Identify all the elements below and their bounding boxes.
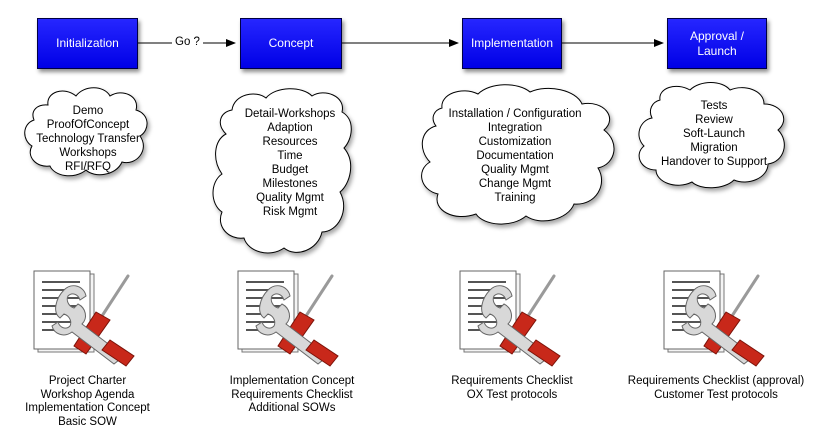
cloud-item: Risk Mgmt — [262, 206, 318, 218]
deliverable-item: Implementation Concept — [25, 402, 150, 414]
cloud-item: Migration — [690, 142, 738, 154]
deliverable-item: OX Test protocols — [466, 388, 558, 401]
cloud-item: Integration — [487, 122, 543, 134]
phase-approval-launch[interactable]: Approval / Launch — [667, 18, 767, 69]
cloud-item: Quality Mgmt — [256, 192, 324, 204]
deliverable-item: Additional SOWs — [248, 402, 336, 414]
transition-label: Go ? — [172, 36, 203, 48]
cloud-item: Detail-Workshops — [244, 108, 336, 120]
cloud-item: Workshops — [59, 147, 117, 159]
cloud-item: Budget — [271, 164, 309, 176]
cloud-item: Customization — [478, 136, 552, 148]
document-tools-icon — [663, 270, 765, 367]
cloud-item: Tests — [700, 100, 728, 112]
phase-initialization[interactable]: Initialization — [37, 18, 138, 69]
deliverable-item: Implementation Concept — [229, 375, 355, 387]
phase-concept[interactable]: Concept — [240, 18, 342, 69]
cloud-item: Adaption — [267, 122, 313, 134]
deliverable-item: Requirements Checklist (approval) — [627, 375, 805, 387]
cloud-item: Documentation — [476, 150, 554, 162]
deliverable-item: Workshop Agenda — [40, 388, 135, 401]
cloud-initialization-text: Demo ProofOfConcept Technology Transfer … — [28, 104, 148, 174]
deliverable-item: Basic SOW — [58, 415, 117, 428]
deliverable-item: Customer Test protocols — [654, 388, 778, 401]
deliverables-implementation: Requirements Checklist OX Test protocols — [432, 375, 592, 402]
cloud-approval — [638, 82, 785, 189]
cloud-item: Time — [277, 150, 303, 162]
cloud-item: Installation / Configuration — [448, 108, 582, 120]
phase-label: Initialization — [56, 36, 119, 50]
deliverable-item: Requirements Checklist — [231, 388, 353, 401]
cloud-item: Review — [695, 114, 733, 126]
cloud-item: Training — [494, 192, 536, 204]
document-tools-icon — [33, 270, 135, 367]
phase-implementation[interactable]: Implementation — [462, 18, 562, 69]
phase-label: Implementation — [470, 36, 554, 50]
deliverable-item: Project Charter — [48, 375, 127, 387]
cloud-concept-text: Detail-Workshops Adaption Resources Time… — [220, 106, 360, 220]
phase-label-line1: Approval / — [689, 28, 745, 43]
cloud-item: Technology Transfer — [36, 133, 140, 145]
deliverables-approval: Requirements Checklist (approval) Custom… — [616, 375, 816, 402]
cloud-item: RFI/RFQ — [65, 161, 111, 173]
cloud-item: Soft-Launch — [682, 128, 745, 140]
document-tools-icon — [237, 270, 339, 367]
deliverables-initialization: Project Charter Workshop Agenda Implemen… — [10, 375, 165, 429]
cloud-item: Change Mgmt — [478, 178, 552, 190]
cloud-item: Resources — [262, 136, 318, 148]
cloud-item: ProofOfConcept — [46, 119, 130, 131]
cloud-approval-text: Tests Review Soft-Launch Migration Hando… — [644, 98, 784, 170]
cloud-item: Milestones — [262, 178, 318, 190]
cloud-item: Handover to Support — [660, 156, 768, 168]
phase-label-line2: Launch — [697, 43, 737, 58]
cloud-implementation — [421, 84, 615, 225]
cloud-initialization — [24, 87, 148, 177]
phase-label: Concept — [268, 36, 314, 50]
document-tools-icon — [459, 270, 561, 367]
deliverable-item: Requirements Checklist — [451, 375, 573, 387]
cloud-item: Quality Mgmt — [481, 164, 549, 176]
deliverables-concept: Implementation Concept Requirements Chec… — [212, 375, 372, 416]
cloud-concept — [212, 88, 352, 254]
cloud-item: Demo — [72, 105, 104, 117]
cloud-implementation-text: Installation / Configuration Integration… — [430, 106, 600, 206]
